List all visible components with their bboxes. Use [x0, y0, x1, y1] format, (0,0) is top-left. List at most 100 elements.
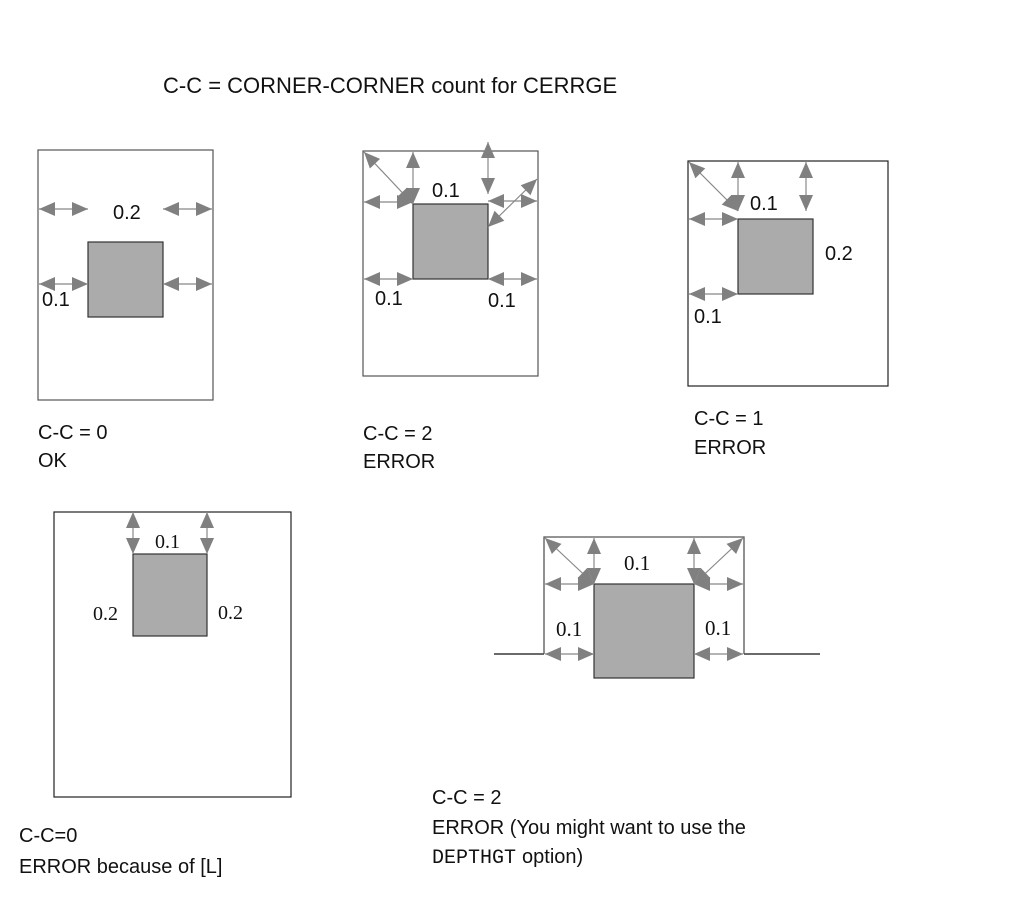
corner-diagonal-arrow [363, 151, 414, 205]
dimension-arrows [544, 537, 744, 661]
label-top: 0.1 [750, 193, 778, 215]
arrowhead-icon [200, 512, 214, 528]
arrowhead-icon [488, 210, 505, 227]
top-left-horizontal-arrow [689, 212, 738, 226]
option-name: DEPTHGT [432, 847, 516, 870]
arrowhead-icon [196, 277, 212, 291]
arrowhead-icon [687, 568, 701, 584]
top-left-horizontal-arrow [364, 195, 413, 209]
arrowhead-icon [721, 194, 738, 211]
dimension-arrows [363, 142, 538, 286]
caption-result: OK [38, 450, 68, 472]
arrowhead-icon [694, 567, 711, 584]
label-right: 0.2 [825, 243, 853, 265]
arrowhead-icon [126, 538, 140, 554]
arrowhead-icon [163, 277, 179, 291]
arrowhead-icon [364, 195, 380, 209]
arrowhead-icon [727, 577, 743, 591]
top-right-vertical-arrow [481, 142, 495, 194]
corner-diagonal-arrow-left [544, 537, 595, 585]
top-left-vertical-arrow [731, 162, 745, 211]
dimension-arrows [39, 202, 212, 291]
top-right-vertical-arrow [799, 162, 813, 211]
diagram-a: 0.2 0.1 C-C = 0 OK [37, 149, 214, 472]
arrowhead-icon [396, 187, 413, 204]
label-bottom-right: 0.1 [488, 290, 516, 312]
notch-outline [543, 536, 745, 654]
label-top: 0.1 [432, 180, 460, 202]
inner-block [593, 583, 695, 679]
caption-count: C-C = 2 [363, 423, 432, 445]
label-left: 0.1 [556, 617, 582, 641]
top-left-spacing-arrow [39, 202, 88, 216]
right-spacing-arrow [163, 277, 212, 291]
left-spacing-arrow [39, 277, 88, 291]
label-right: 0.2 [218, 602, 243, 624]
top-left-vertical-arrow [126, 512, 140, 554]
bottom-right-spacing-arrow [488, 272, 537, 286]
bottom-left-spacing-arrow [689, 287, 738, 301]
label-left: 0.1 [42, 289, 70, 311]
label-left: 0.2 [93, 603, 118, 625]
bottom-left-spacing-arrow [364, 272, 413, 286]
diagram-e: 0.1 0.1 0.1 C-C = 2 ERROR (You might wan… [432, 536, 820, 870]
arrowhead-icon [545, 647, 561, 661]
top-right-vertical-arrow [687, 538, 701, 584]
caption-result: ERROR [694, 437, 766, 459]
caption-count: C-C=0 [19, 825, 77, 847]
arrowhead-icon [689, 212, 705, 226]
arrowhead-icon [72, 277, 88, 291]
top-left-vertical-arrow [587, 538, 601, 584]
label-bottom-left: 0.1 [694, 306, 722, 328]
caption-result: ERROR (You might want to use the [432, 817, 746, 839]
dimension-arrows [126, 512, 214, 554]
arrowhead-icon [488, 194, 504, 208]
dimension-arrows [688, 161, 813, 301]
arrowhead-icon [799, 195, 813, 211]
arrowhead-icon [694, 647, 710, 661]
top-right-spacing-arrow [163, 202, 212, 216]
arrowhead-icon [799, 162, 813, 178]
bottom-left-spacing-arrow [545, 647, 594, 661]
top-right-vertical-arrow [200, 512, 214, 554]
arrowhead-icon [545, 577, 561, 591]
diagram-b: 0.1 0.1 0.1 C-C = 2 ERROR [362, 142, 539, 473]
caption-result: ERROR [363, 451, 435, 473]
caption-option-line: DEPTHGT option) [432, 846, 583, 870]
inner-block [87, 241, 164, 318]
arrowhead-icon [694, 577, 710, 591]
corner-diagonal-arrow-right [693, 537, 744, 585]
arrowhead-icon [481, 142, 495, 158]
arrowhead-icon [731, 162, 745, 178]
inner-block [412, 203, 489, 280]
caption-result-prefix: ERROR (You might want to use the [432, 817, 746, 839]
arrowhead-icon [578, 647, 594, 661]
arrowhead-icon [521, 272, 537, 286]
page-title: C-C = CORNER-CORNER count for CERRGE [163, 73, 617, 98]
label-top: 0.1 [624, 551, 650, 575]
bottom-right-spacing-arrow [694, 647, 743, 661]
arrowhead-icon [722, 287, 738, 301]
arrowhead-icon [196, 202, 212, 216]
arrowhead-icon [587, 568, 601, 584]
arrowhead-icon [587, 538, 601, 554]
arrowhead-icon [488, 272, 504, 286]
label-right: 0.1 [705, 616, 731, 640]
arrowhead-icon [687, 538, 701, 554]
arrowhead-icon [126, 512, 140, 528]
arrowhead-icon [364, 152, 381, 169]
corner-diagonal-arrow-right [487, 178, 538, 228]
arrowhead-icon [397, 272, 413, 286]
top-right-horizontal-arrow [694, 577, 743, 591]
arrowhead-icon [39, 202, 55, 216]
top-left-vertical-arrow [406, 152, 420, 204]
arrowhead-icon [545, 538, 562, 555]
arrowhead-icon [727, 647, 743, 661]
arrowhead-icon [689, 162, 706, 179]
arrowhead-icon [406, 152, 420, 168]
caption-count: C-C = 2 [432, 787, 501, 809]
arrowhead-icon [722, 212, 738, 226]
corner-diagonal-arrow [688, 161, 739, 212]
caption-result-suffix: option) [522, 846, 583, 868]
diagram-d: 0.1 0.2 0.2 C-C=0 ERROR because of [L] [19, 511, 292, 878]
